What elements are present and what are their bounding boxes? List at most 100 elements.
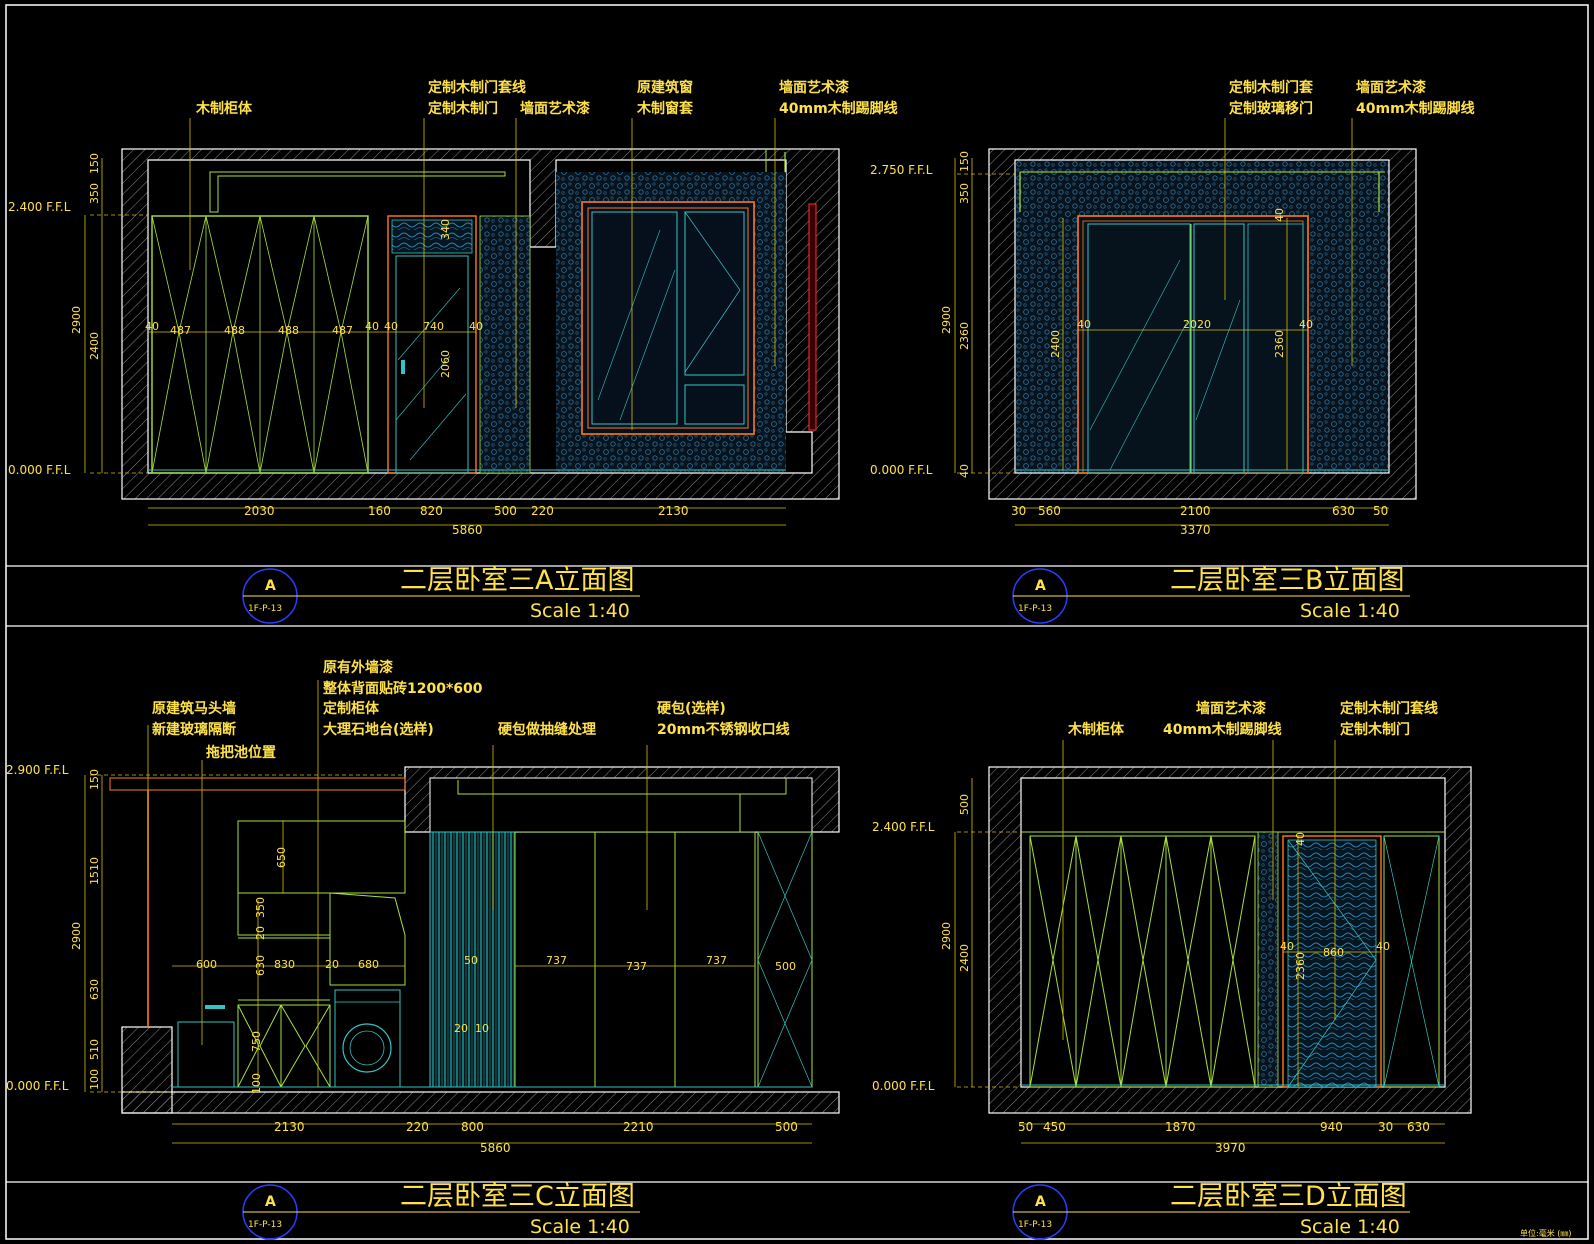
panel-a-hdim: 500 [494, 504, 517, 518]
panel-d-inner-dim: 860 [1323, 946, 1344, 959]
panel-a-annotation: 原建筑窗 [637, 79, 693, 96]
panel-c-vdim: 1510 [88, 857, 101, 885]
panel-b-elevation [988, 148, 1417, 500]
panel-d-hdim: 450 [1043, 1120, 1066, 1134]
panel-c-tag-letter: A [265, 1194, 276, 1210]
panel-d-annotation: 定制木制门 [1340, 721, 1410, 738]
panel-a-tag-letter: A [265, 578, 276, 594]
panel-d-inner-dim: 40 [1280, 940, 1294, 953]
panel-b-hdim: 2100 [1180, 504, 1211, 518]
panel-a-hdim: 2030 [244, 504, 275, 518]
panel-d-inner-dim: 40 [1376, 940, 1390, 953]
panel-a-hdim: 2130 [658, 504, 689, 518]
panel-c-scale: Scale 1:40 [530, 1216, 630, 1238]
panel-a-inner-dim: 40 [365, 320, 379, 333]
panel-c-vdim: 150 [88, 769, 101, 790]
panel-d-vdim: 500 [958, 794, 971, 815]
panel-d-scale: Scale 1:40 [1300, 1216, 1400, 1238]
panel-a-hdim: 160 [368, 504, 391, 518]
panel-a-annotation: 墙面艺术漆 [779, 79, 849, 96]
panel-c-vdim: 100 [250, 1073, 263, 1094]
panel-b-vdim: 2360 [958, 322, 971, 350]
panel-c-annotation: 大理石地台(选样) [323, 721, 434, 738]
panel-d-vdim: 2900 [940, 922, 953, 950]
panel-b-total-dim: 3370 [1180, 523, 1211, 537]
panel-a-vdim: 340 [439, 219, 452, 240]
panel-b-tag-ref: 1F-P-13 [1018, 604, 1052, 614]
panel-c-inner-dim: 830 [274, 958, 295, 971]
panel-c-tag-ref: 1F-P-13 [248, 1220, 282, 1230]
panel-c-inner-dim: 20 [454, 1022, 468, 1035]
panel-c-hdim: 2130 [274, 1120, 305, 1134]
panel-d-labels: 木制柜体 墙面艺术漆 40mm木制踢脚线 定制木制门套线 定制木制门 2.400… [872, 700, 1438, 1155]
panel-c-inner-dim: 20 [325, 958, 339, 971]
panel-a-inner-dim: 487 [332, 324, 353, 337]
panel-b-vdim: 40 [1273, 208, 1286, 222]
panel-c-hdim: 2210 [623, 1120, 654, 1134]
panel-c-level: 2.900 F.F.L [6, 763, 69, 777]
panel-a-annotation: 定制木制门套线 [428, 79, 526, 96]
panel-d-level: 0.000 F.F.L [872, 1079, 935, 1093]
panel-c-inner-dim: 680 [358, 958, 379, 971]
panel-c-vdim: 20 [254, 926, 267, 940]
panel-a-inner-dim: 488 [278, 324, 299, 337]
panel-b-vdim: 2400 [1049, 330, 1062, 358]
panel-d-hdim: 50 [1018, 1120, 1033, 1134]
panel-b-scale: Scale 1:40 [1300, 600, 1400, 622]
panel-a-hdim: 820 [420, 504, 443, 518]
panel-c-inner-dim: 737 [626, 960, 647, 973]
panel-b-vdim: 350 [958, 183, 971, 204]
panel-c-annotation: 硬包做抽缝处理 [498, 721, 596, 738]
panel-b-level: 2.750 F.F.L [870, 163, 933, 177]
panel-a-scale: Scale 1:40 [530, 600, 630, 622]
panel-c-level: 0.000 F.F.L [6, 1079, 69, 1093]
panel-a-level: 0.000 F.F.L [8, 463, 71, 477]
panel-c-labels: 原有外墙漆 整体背面贴砖1200*600 定制柜体 大理石地台(选样) 原建筑马… [6, 659, 798, 1155]
panel-c-elevation [109, 766, 840, 1114]
panel-a-annotation: 墙面艺术漆 [520, 100, 590, 117]
panel-d-elevation [988, 766, 1472, 1114]
panel-a-elevation [121, 148, 840, 500]
panel-a-annotation: 定制木制门 [428, 100, 498, 117]
panel-b-vdim: 2900 [940, 306, 953, 334]
panel-c-vdim: 510 [88, 1039, 101, 1060]
panel-a-inner-dim: 740 [423, 320, 444, 333]
panel-d-level: 2.400 F.F.L [872, 820, 935, 834]
panel-b-vdim: 150 [958, 151, 971, 172]
panel-c-annotation: 整体背面贴砖1200*600 [322, 680, 483, 697]
panel-c-vdim: 2900 [70, 922, 83, 950]
panel-a-vdim: 2900 [70, 306, 83, 334]
panel-d-tag-ref: 1F-P-13 [1018, 1220, 1052, 1230]
panel-b-annotation: 墙面艺术漆 [1356, 79, 1426, 96]
panel-b-vdim: 2360 [1273, 330, 1286, 358]
panel-c-vdim: 100 [88, 1069, 101, 1090]
panel-a-tag-ref: 1F-P-13 [248, 604, 282, 614]
panel-c-title-block: A 1F-P-13 二层卧室三C立面图 Scale 1:40 [242, 1181, 640, 1240]
panel-c-vdim: 630 [88, 979, 101, 1000]
panel-b-annotation: 定制玻璃移门 [1229, 100, 1313, 117]
panel-d-total-dim: 3970 [1215, 1141, 1246, 1155]
panel-b-vdim: 40 [958, 464, 971, 478]
panel-b-title-block: A 1F-P-13 二层卧室三B立面图 Scale 1:40 [1012, 565, 1410, 624]
panel-d-title-block: A 1F-P-13 二层卧室三D立面图 Scale 1:40 [1012, 1181, 1410, 1240]
panel-c-inner-dim: 737 [546, 954, 567, 967]
panel-d-annotation: 定制木制门套线 [1340, 700, 1438, 717]
panel-c-dimension-lines [84, 680, 812, 1144]
panel-d-hdim: 1870 [1165, 1120, 1196, 1134]
sheet-border [5, 4, 1589, 1240]
panel-a-annotation: 40mm木制踢脚线 [779, 100, 898, 117]
panel-a-inner-dim: 488 [224, 324, 245, 337]
panel-b-annotation: 40mm木制踢脚线 [1356, 100, 1475, 117]
panel-a-inner-dim: 40 [469, 320, 483, 333]
panel-a-annotation: 木制窗套 [636, 100, 693, 117]
panel-c-annotation: 定制柜体 [323, 700, 380, 717]
panel-a-total-dim: 5860 [452, 523, 483, 537]
panel-c-total-dim: 5860 [480, 1141, 511, 1155]
panel-a-title: 二层卧室三A立面图 [400, 565, 634, 596]
panel-d-dimension-lines [954, 740, 1445, 1144]
panel-b-hdim: 630 [1332, 504, 1355, 518]
panel-c-inner-dim: 500 [775, 960, 796, 973]
panel-a-inner-dim: 40 [145, 320, 159, 333]
panel-d-vdim: 2400 [958, 944, 971, 972]
